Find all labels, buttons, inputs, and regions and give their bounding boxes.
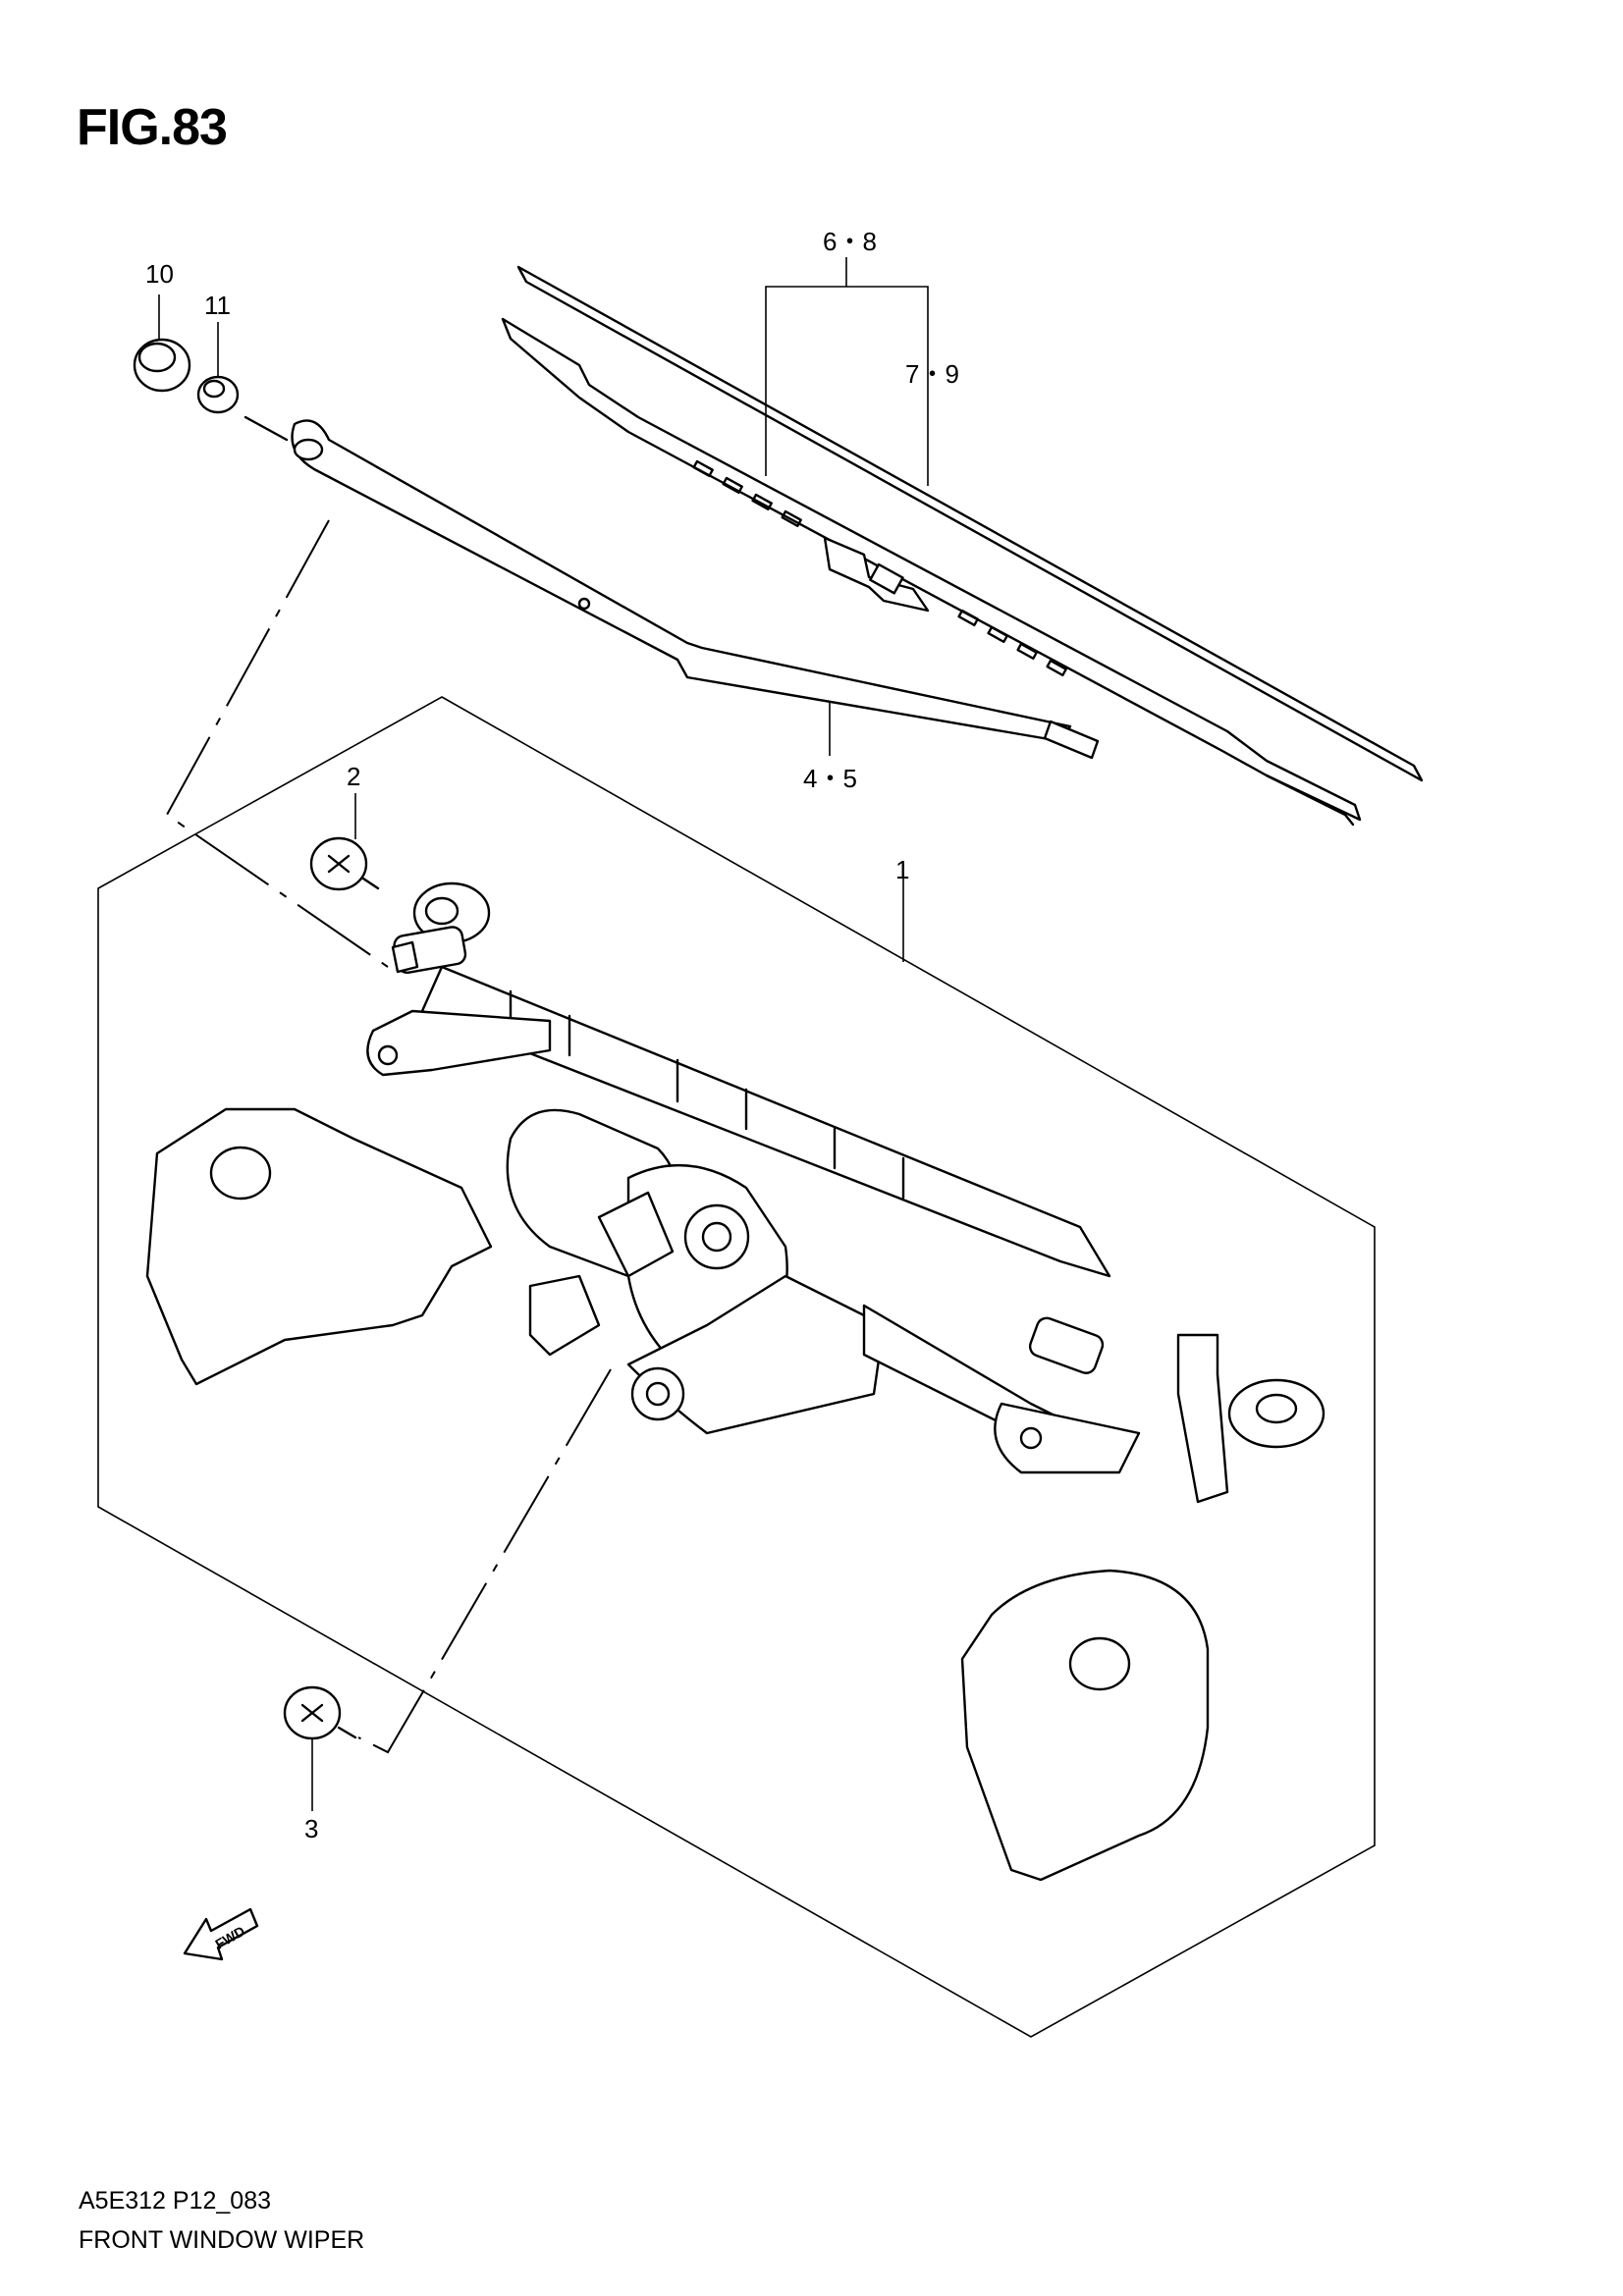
wiper-blade [501, 265, 1424, 827]
figure-title: FIG.83 [77, 99, 228, 156]
reference-line-bolt [357, 1368, 612, 1754]
callout-3: 3 [304, 1814, 318, 1843]
callout-6-8: 6・8 [823, 227, 877, 256]
callout-10: 10 [145, 259, 174, 289]
nut [196, 375, 240, 414]
callout-4-5: 4・5 [803, 764, 857, 793]
bolt-upper [309, 836, 380, 891]
wiper-arm [243, 415, 1100, 760]
callout-7-9: 7・9 [905, 359, 959, 389]
nut-cap [133, 338, 191, 393]
left-cover-hole [209, 1146, 272, 1201]
wiper-linkage-motor [366, 881, 1325, 1504]
blade-slots [692, 459, 1067, 677]
right-pivot-cover [960, 1569, 1210, 1882]
bolt-lower [283, 1685, 357, 1740]
callout-11: 11 [204, 291, 231, 320]
left-pivot-cover [145, 1107, 493, 1386]
figure-code: A5E312 P12_083 [79, 2187, 272, 2215]
reference-line-arm [165, 519, 389, 968]
forward-direction-arrow: FWD [183, 1907, 259, 1961]
callout-2: 2 [347, 762, 360, 791]
callout-1: 1 [895, 855, 909, 884]
assembly-outline [97, 696, 1376, 2038]
right-cover-hole [1068, 1636, 1131, 1691]
figure-caption: FRONT WINDOW WIPER [79, 2226, 365, 2254]
leader-lines [158, 257, 929, 1811]
